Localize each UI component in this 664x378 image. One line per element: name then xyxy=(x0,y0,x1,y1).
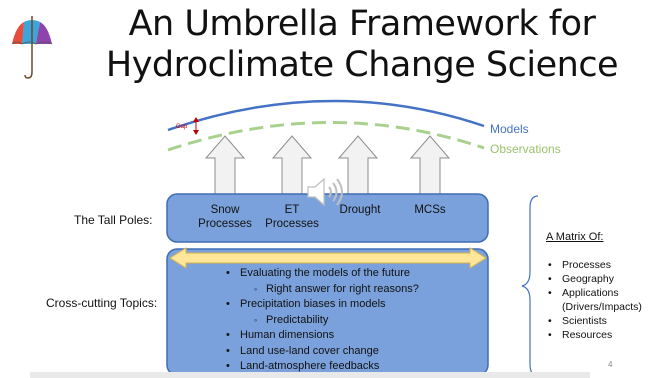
list-item: Scientists xyxy=(546,314,642,328)
pole-et-processes: ET Processes xyxy=(255,203,329,231)
matrix-heading: A Matrix Of: xyxy=(546,231,604,243)
bottom-scrollbar[interactable] xyxy=(30,372,590,378)
brace-icon xyxy=(521,195,539,377)
pole-line: Drought xyxy=(339,204,381,216)
list-item: Resources xyxy=(546,328,642,342)
models-curve xyxy=(167,99,485,132)
slide-title: An Umbrella Framework for Hydroclimate C… xyxy=(70,4,654,86)
up-arrow-icon xyxy=(409,135,451,195)
observations-label: Observations xyxy=(490,142,561,156)
pole-snow-processes: Snow Processes xyxy=(188,203,262,231)
cross-cutting-label: Cross-cutting Topics: xyxy=(46,296,158,310)
pole-line: ET xyxy=(284,204,300,216)
matrix-list: Processes Geography Applications (Driver… xyxy=(546,258,642,342)
pole-drought: Drought xyxy=(323,203,397,217)
list-item: Right answer for right reasons? xyxy=(222,282,419,298)
pole-mcss: MCSs xyxy=(393,203,467,217)
pole-line: Processes xyxy=(265,218,319,230)
observations-curve xyxy=(167,121,485,152)
list-item: Processes xyxy=(546,258,642,272)
speaker-icon[interactable] xyxy=(306,176,348,208)
list-item: Land-atmosphere feedbacks xyxy=(222,359,419,375)
tall-poles-box xyxy=(166,193,489,243)
list-item: Land use-land cover change xyxy=(222,344,419,360)
cross-cutting-list: Evaluating the models of the future Righ… xyxy=(222,266,419,375)
up-arrow-icon xyxy=(204,135,246,195)
pole-line: MCSs xyxy=(414,204,446,216)
list-item: Precipitation biases in models xyxy=(222,297,419,313)
title-line-2: Hydroclimate Change Science xyxy=(105,45,619,85)
list-item: (Drivers/Impacts) xyxy=(562,301,642,313)
list-item: Human dimensions xyxy=(222,328,419,344)
gap-marker xyxy=(193,117,199,135)
double-arrow-icon xyxy=(169,247,487,269)
list-item: Predictability xyxy=(222,313,419,329)
up-arrow-icon xyxy=(271,135,313,195)
page-number: 4 xyxy=(608,360,613,369)
list-item: Applications xyxy=(546,286,642,300)
umbrella-icon xyxy=(11,16,53,79)
list-item: Evaluating the models of the future xyxy=(222,266,419,282)
gap-label: Gap xyxy=(176,124,188,130)
pole-line: Processes xyxy=(198,218,252,230)
tall-poles-label: The Tall Poles: xyxy=(74,213,153,227)
up-arrow-icon xyxy=(337,135,379,195)
title-line-1: An Umbrella Framework for xyxy=(128,4,596,44)
list-item: Geography xyxy=(546,272,642,286)
matrix-panel: A Matrix Of: Processes Geography Applica… xyxy=(546,230,642,342)
models-label: Models xyxy=(490,122,529,136)
pole-line: Snow xyxy=(210,204,240,216)
